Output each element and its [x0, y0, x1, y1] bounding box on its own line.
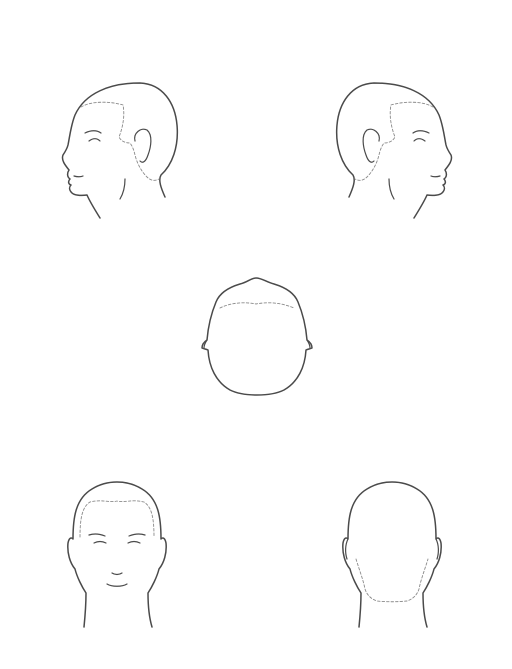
head-outline [67, 481, 167, 628]
ear-right-icon [435, 538, 439, 560]
eyebrow-icon [84, 130, 102, 134]
ear-icon [134, 128, 152, 163]
head-back-view [342, 481, 442, 628]
eye-icon [413, 138, 426, 142]
eyebrow-right-icon [128, 533, 146, 537]
hairline-guide [354, 101, 434, 181]
head-outline [61, 82, 179, 219]
eye-icon [88, 138, 101, 142]
mouth-icon [73, 175, 84, 178]
eyebrow-icon [412, 130, 430, 134]
head-profile-left [61, 82, 179, 219]
ear-left-icon [203, 339, 208, 349]
hairline-guide [219, 302, 295, 309]
neck-front-line [388, 178, 395, 200]
neck-front-line [119, 178, 126, 200]
ear-left-icon [345, 538, 349, 560]
ear-right-icon [306, 339, 311, 349]
mouth-icon [106, 583, 128, 587]
hairline-guide [79, 500, 155, 538]
head-top-view [201, 277, 313, 396]
eye-left-icon [93, 540, 107, 544]
mouth-icon [430, 175, 441, 178]
head-front-view [67, 481, 167, 628]
ear-icon [362, 128, 380, 163]
head-outline [342, 481, 442, 628]
eyebrow-left-icon [88, 533, 106, 537]
eye-right-icon [127, 540, 141, 544]
nose-icon [111, 572, 123, 576]
nape-hairline-guide [355, 558, 429, 603]
head-outline [335, 82, 453, 219]
head-profile-right [335, 82, 453, 219]
head-outline [201, 277, 313, 396]
hairline-guide [80, 101, 160, 181]
